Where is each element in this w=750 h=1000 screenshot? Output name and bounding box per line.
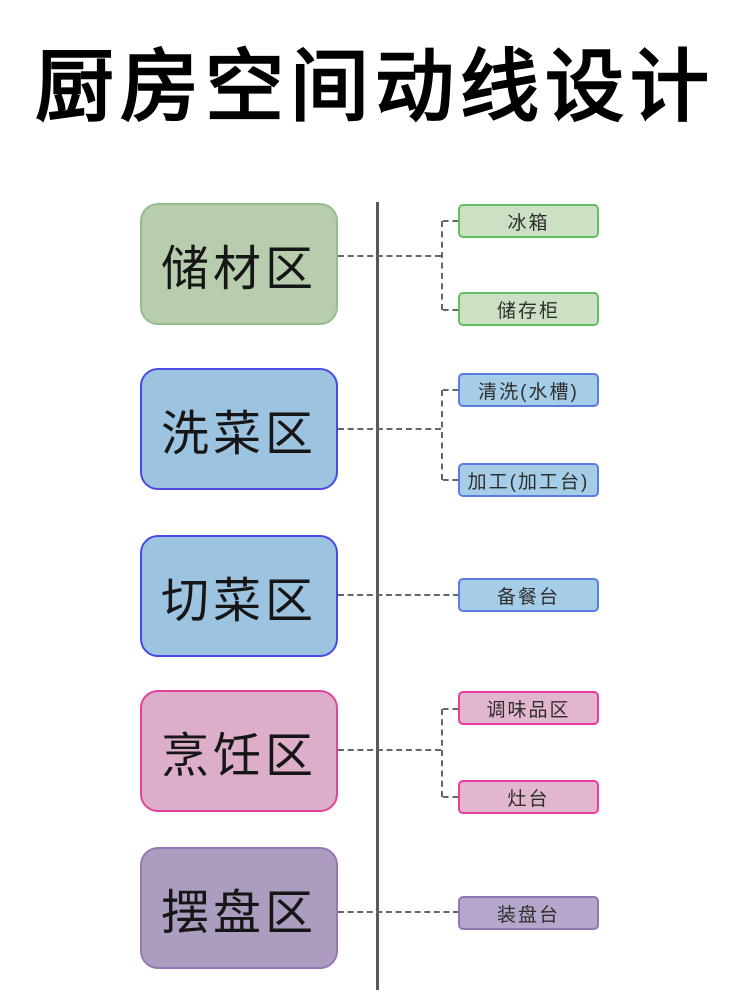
connector-storage-stub-1	[443, 220, 458, 222]
connector-washing-bracket	[441, 390, 443, 480]
connector-cooking-stub-1	[443, 708, 458, 710]
connector-cooking-stub-2	[443, 796, 458, 798]
connector-cutting-main	[338, 594, 459, 596]
zone-label: 洗菜区	[160, 408, 317, 461]
item-label: 备餐台	[496, 586, 560, 608]
zone-box-plating: 摆盘区	[140, 847, 338, 969]
page-title: 厨房空间动线设计	[35, 42, 715, 131]
zone-box-washing: 洗菜区	[140, 368, 338, 490]
item-box-sink: 清洗(水槽)	[458, 373, 599, 407]
zone-box-cooking: 烹饪区	[140, 690, 338, 812]
item-box-seasoning: 调味品区	[458, 691, 599, 725]
connector-cooking-main	[338, 749, 441, 751]
item-label: 储存柜	[496, 300, 560, 322]
zone-label: 烹饪区	[160, 730, 317, 783]
connector-cooking-bracket	[441, 709, 443, 797]
connector-washing-main	[338, 428, 441, 430]
item-label: 调味品区	[486, 699, 571, 721]
center-divider-line	[376, 202, 379, 990]
item-box-plating-table: 装盘台	[458, 896, 599, 930]
connector-storage-bracket	[441, 221, 443, 310]
item-box-serving-table: 备餐台	[458, 578, 599, 612]
item-box-stove: 灶台	[458, 780, 599, 814]
zone-box-storage: 储材区	[140, 203, 338, 325]
connector-storage-main	[338, 255, 441, 257]
item-label: 冰箱	[507, 212, 550, 234]
connector-plating-main	[338, 911, 459, 913]
item-label: 装盘台	[496, 904, 560, 926]
item-label: 清洗(水槽)	[478, 381, 579, 403]
item-box-prep-counter: 加工(加工台)	[458, 463, 599, 497]
item-box-fridge: 冰箱	[458, 204, 599, 238]
zone-label: 储材区	[160, 243, 317, 296]
zone-label: 摆盘区	[160, 887, 317, 940]
connector-washing-stub-1	[443, 389, 458, 391]
connector-storage-stub-2	[443, 309, 458, 311]
zone-label: 切菜区	[160, 575, 317, 628]
connector-washing-stub-2	[443, 479, 458, 481]
item-label: 加工(加工台)	[467, 471, 590, 493]
item-box-storage-cabinet: 储存柜	[458, 292, 599, 326]
zone-box-cutting: 切菜区	[140, 535, 338, 657]
item-label: 灶台	[507, 788, 550, 810]
